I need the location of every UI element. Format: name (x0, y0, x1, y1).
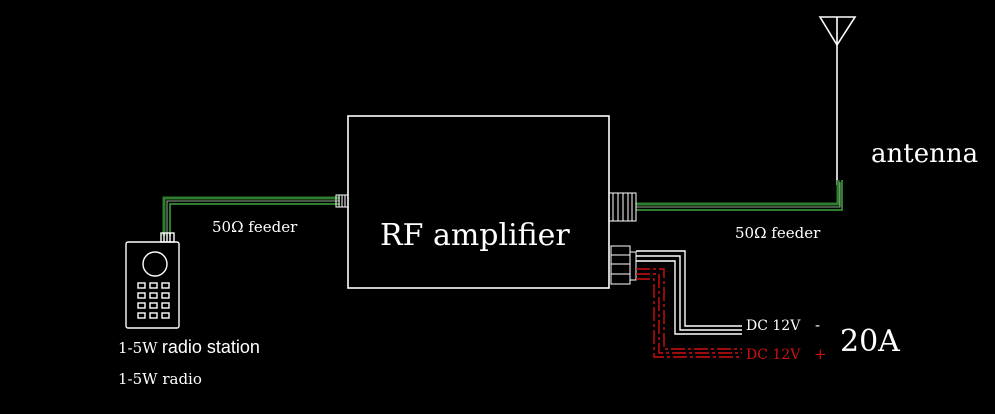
dc-positive-sign: + (814, 345, 827, 363)
output-connector (608, 192, 637, 222)
feeder-right-label: 50Ω feeder (735, 224, 821, 242)
power-connector (610, 245, 637, 285)
radio-feeder-cable (162, 196, 340, 236)
antenna-feeder-cable (636, 180, 843, 211)
current-label: 20A (840, 324, 900, 359)
amplifier-label: RF amplifier (380, 218, 570, 253)
radio-power-label: 1-5W (118, 339, 158, 357)
feeder-left-label: 50Ω feeder (212, 218, 298, 236)
dc-negative-wire (636, 250, 742, 335)
dc-positive-label: DC 12V (746, 347, 801, 363)
antenna-icon (818, 16, 857, 185)
radio-station-label: radio station (161, 337, 260, 357)
antenna-label: antenna (871, 139, 979, 169)
dc-positive-wire (636, 268, 742, 358)
dc-negative-label: DC 12V (746, 318, 801, 334)
dc-negative-sign: - (815, 316, 821, 334)
input-connector (335, 194, 349, 208)
radio-label-line2: 1-5W radio (118, 370, 202, 388)
radio-label-line1: 1-5W radio station (118, 337, 260, 358)
radio-handset-icon (125, 232, 180, 329)
rf-amplifier-box (347, 115, 610, 289)
